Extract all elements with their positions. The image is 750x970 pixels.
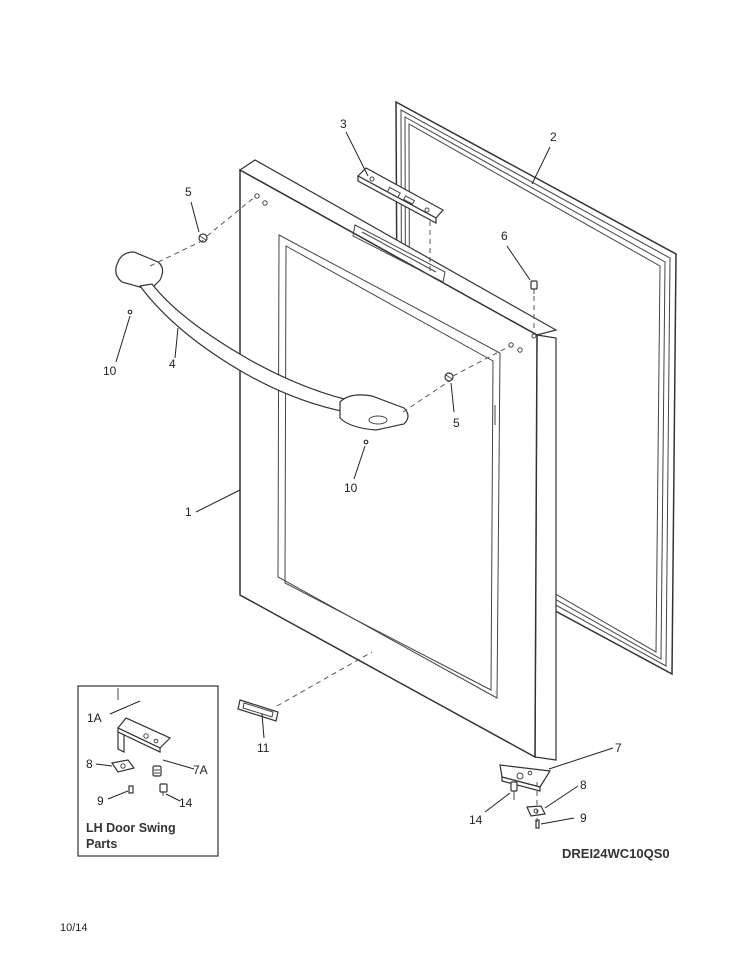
top-hinge-bracket	[357, 167, 444, 225]
inset-washer-8	[110, 759, 136, 773]
bottom-washer-8	[526, 805, 546, 817]
door-panel	[238, 159, 558, 761]
callout-10-right: 10	[344, 481, 358, 495]
inset-pin-9	[128, 785, 134, 794]
inset-label-9: 9	[97, 794, 104, 808]
callout-11: 11	[257, 741, 270, 755]
inset-label-1a: 1A	[87, 711, 102, 725]
callout-14: 14	[469, 813, 483, 827]
leader-lines	[115, 131, 614, 825]
model-number: DREI24WC10QS0	[562, 846, 670, 861]
callout-1: 1	[185, 505, 192, 519]
inset-caption-line2: Parts	[86, 837, 117, 851]
callout-6: 6	[501, 229, 508, 243]
inset-label-14: 14	[179, 796, 193, 810]
screw-5-right	[444, 372, 454, 382]
callout-10-left: 10	[103, 364, 117, 378]
handle-screw-left	[127, 309, 133, 315]
screw-5-left	[198, 233, 208, 243]
callout-9: 9	[580, 811, 587, 825]
hinge-screw-6	[530, 280, 538, 294]
handle-screw-right	[363, 439, 369, 445]
callout-8: 8	[580, 778, 587, 792]
door-handle	[115, 251, 409, 431]
bottom-hinge-7	[499, 764, 552, 792]
callout-7: 7	[615, 741, 622, 755]
inset-hinge-1a	[117, 717, 172, 753]
date-code: 10/14	[60, 922, 88, 934]
callout-2: 2	[550, 130, 557, 144]
inset-label-8: 8	[86, 757, 93, 771]
lh-door-swing-inset: 1A 8 7A 9 14 LH Door Swing Parts	[77, 685, 219, 857]
callout-4: 4	[169, 357, 176, 371]
assembly-lines	[149, 195, 538, 822]
callout-5-lower: 5	[453, 416, 460, 430]
inset-label-7a: 7A	[193, 763, 208, 777]
bottom-screw-14	[510, 781, 518, 800]
callout-3: 3	[340, 117, 347, 131]
badge-11	[237, 699, 279, 722]
callout-5-upper: 5	[185, 185, 192, 199]
inset-screw-14	[159, 783, 168, 796]
inset-screw-7a	[152, 765, 162, 777]
inset-caption-line1: LH Door Swing	[86, 821, 176, 835]
